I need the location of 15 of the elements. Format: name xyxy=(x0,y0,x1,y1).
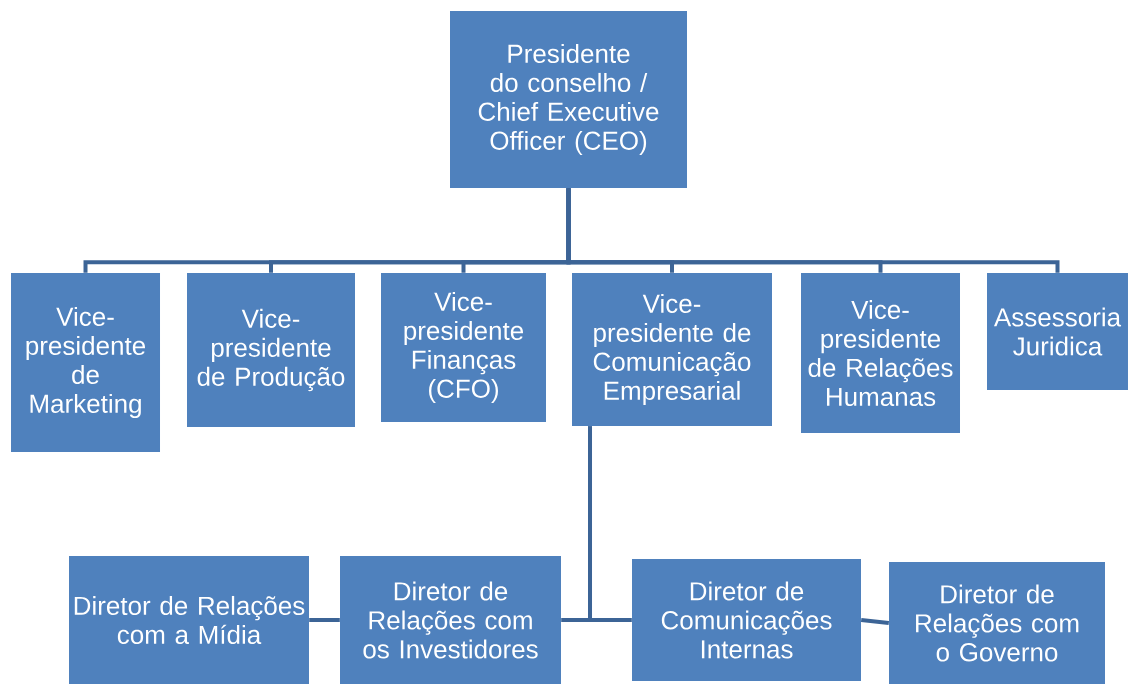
org-box: Vice-presidente de Comunicação Empresarial xyxy=(572,273,772,426)
connector-line xyxy=(309,618,340,622)
org-box: Diretor de Comunicações Internas xyxy=(632,559,861,681)
connector-line xyxy=(566,188,1060,273)
connector-line xyxy=(861,618,890,625)
org-box: Diretor de Relações com a Mídia xyxy=(69,556,309,684)
org-box: Diretor de Relações com o Governo xyxy=(889,562,1105,684)
org-box: Diretor de Relações com os Investidores xyxy=(340,556,561,684)
org-box: Vice-presidente de Relações Humanas xyxy=(801,273,960,433)
org-box: Assessoria Juridica xyxy=(987,273,1128,390)
org-box: Vice-presidente de Marketing xyxy=(11,273,160,452)
connector-line xyxy=(588,426,632,622)
org-box: Vice-presidente de Produção xyxy=(187,273,355,427)
org-box: Presidente do conselho / Chief Executive Officer (CEO) xyxy=(450,11,687,188)
org-box: Vice-presidente Finanças (CFO) xyxy=(381,273,546,422)
